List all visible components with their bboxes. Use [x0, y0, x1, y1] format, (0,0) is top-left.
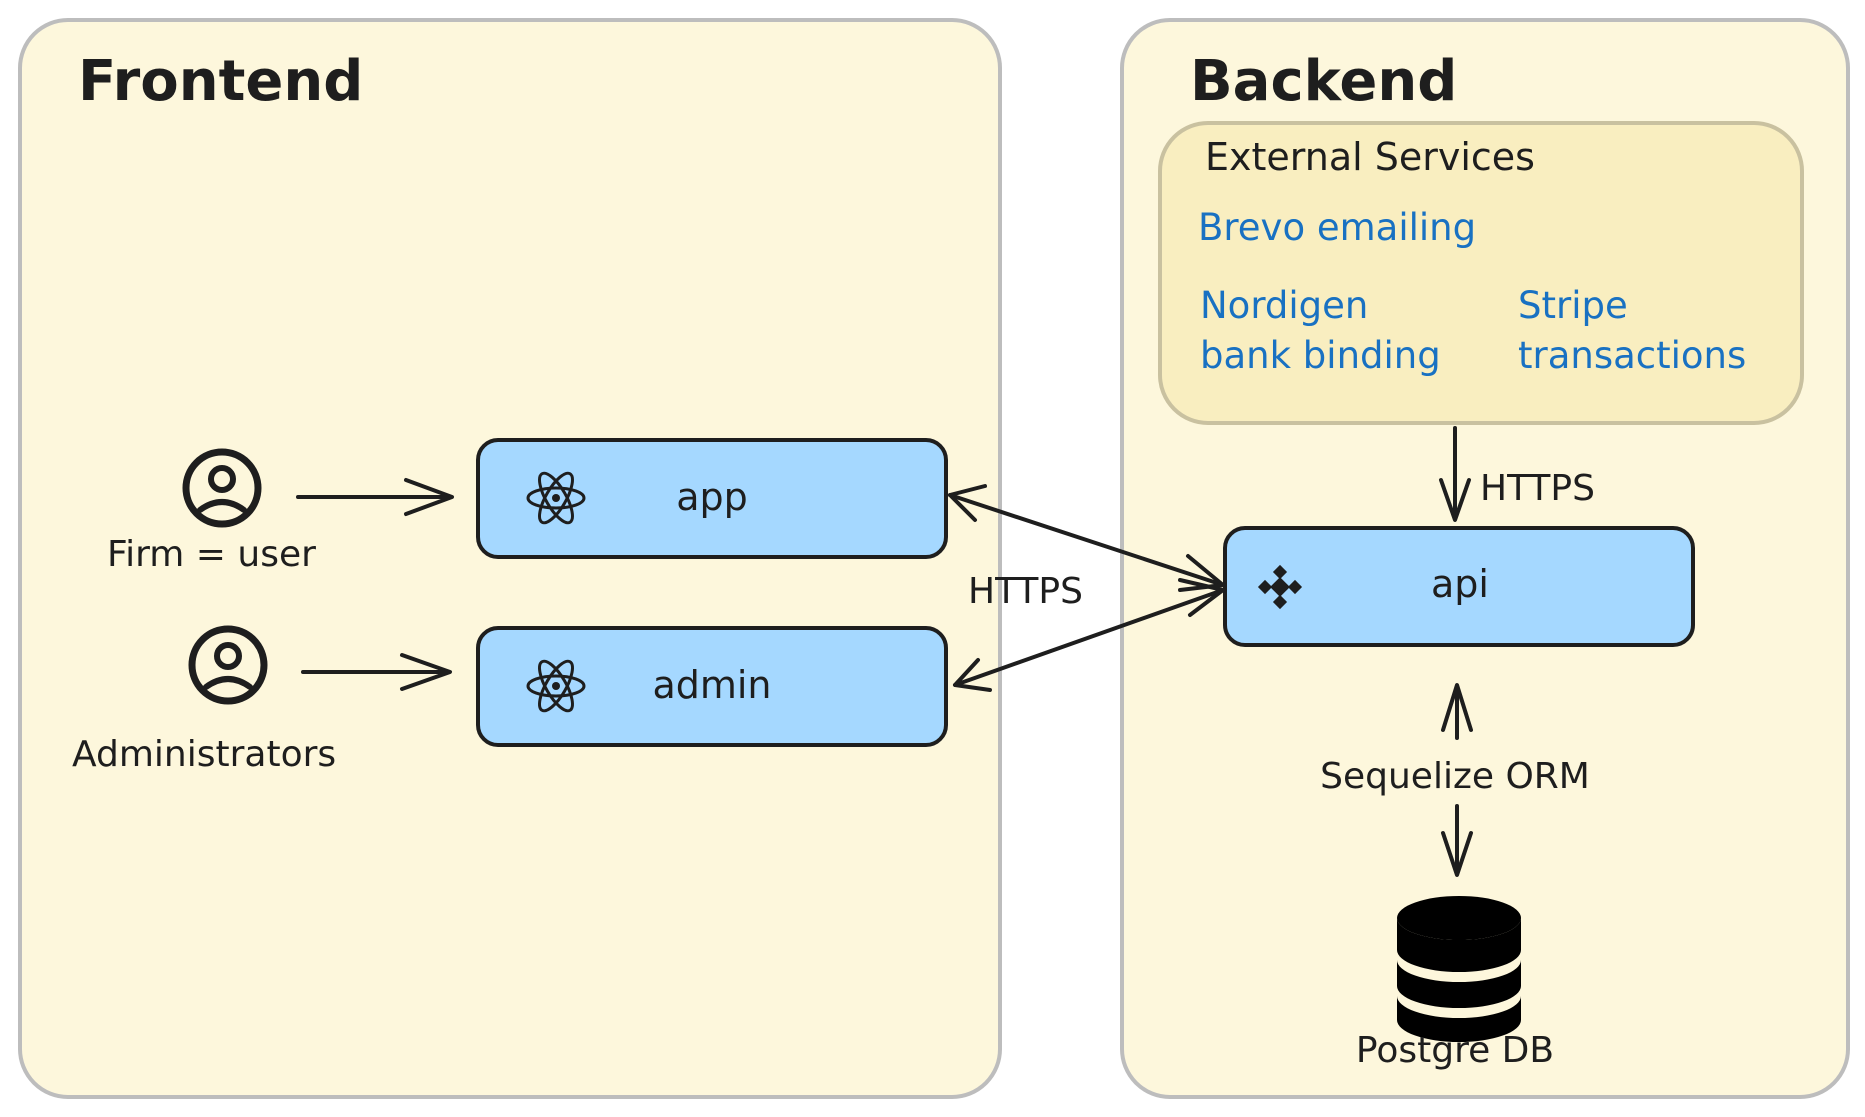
arrow-api-db — [1441, 683, 1473, 877]
api-node[interactable]: api — [1223, 526, 1695, 647]
service-brevo: Brevo emailing — [1198, 206, 1476, 249]
user-circle-icon — [182, 448, 262, 528]
admin-node-label: admin — [652, 663, 771, 707]
app-node-label: app — [676, 475, 748, 519]
arrow-external-to-api — [1439, 426, 1471, 522]
external-services-panel — [1158, 121, 1804, 425]
actor-administrators-label: Administrators — [72, 734, 336, 775]
arrow-admin-api — [953, 578, 1225, 692]
database-label: Postgre DB — [1356, 1030, 1554, 1071]
api-node-label: api — [1431, 562, 1489, 606]
database-icon — [1397, 896, 1521, 1042]
arrow-user-to-app — [296, 478, 454, 516]
arrow-admins-to-admin — [301, 653, 452, 691]
actor-firm-user-label: Firm = user — [107, 534, 316, 575]
edge-label-frontend-api: HTTPS — [968, 571, 1083, 612]
edge-label-external-api: HTTPS — [1480, 468, 1595, 509]
external-services-title: External Services — [1205, 135, 1535, 179]
service-nordigen-line2: bank binding — [1200, 334, 1441, 377]
service-nordigen-line1: Nordigen — [1200, 284, 1368, 327]
nestjs-cube-icon — [1257, 564, 1303, 610]
backend-title: Backend — [1190, 49, 1457, 114]
react-atom-icon — [526, 659, 586, 713]
react-atom-icon — [526, 471, 586, 525]
edge-label-api-db: Sequelize ORM — [1320, 756, 1590, 797]
frontend-title: Frontend — [78, 49, 363, 114]
user-circle-icon — [188, 625, 268, 705]
service-stripe-line1: Stripe — [1518, 284, 1628, 327]
service-stripe-line2: transactions — [1518, 334, 1746, 377]
arrow-app-api — [948, 484, 1225, 592]
admin-node[interactable]: admin — [476, 626, 948, 747]
app-node[interactable]: app — [476, 438, 948, 559]
